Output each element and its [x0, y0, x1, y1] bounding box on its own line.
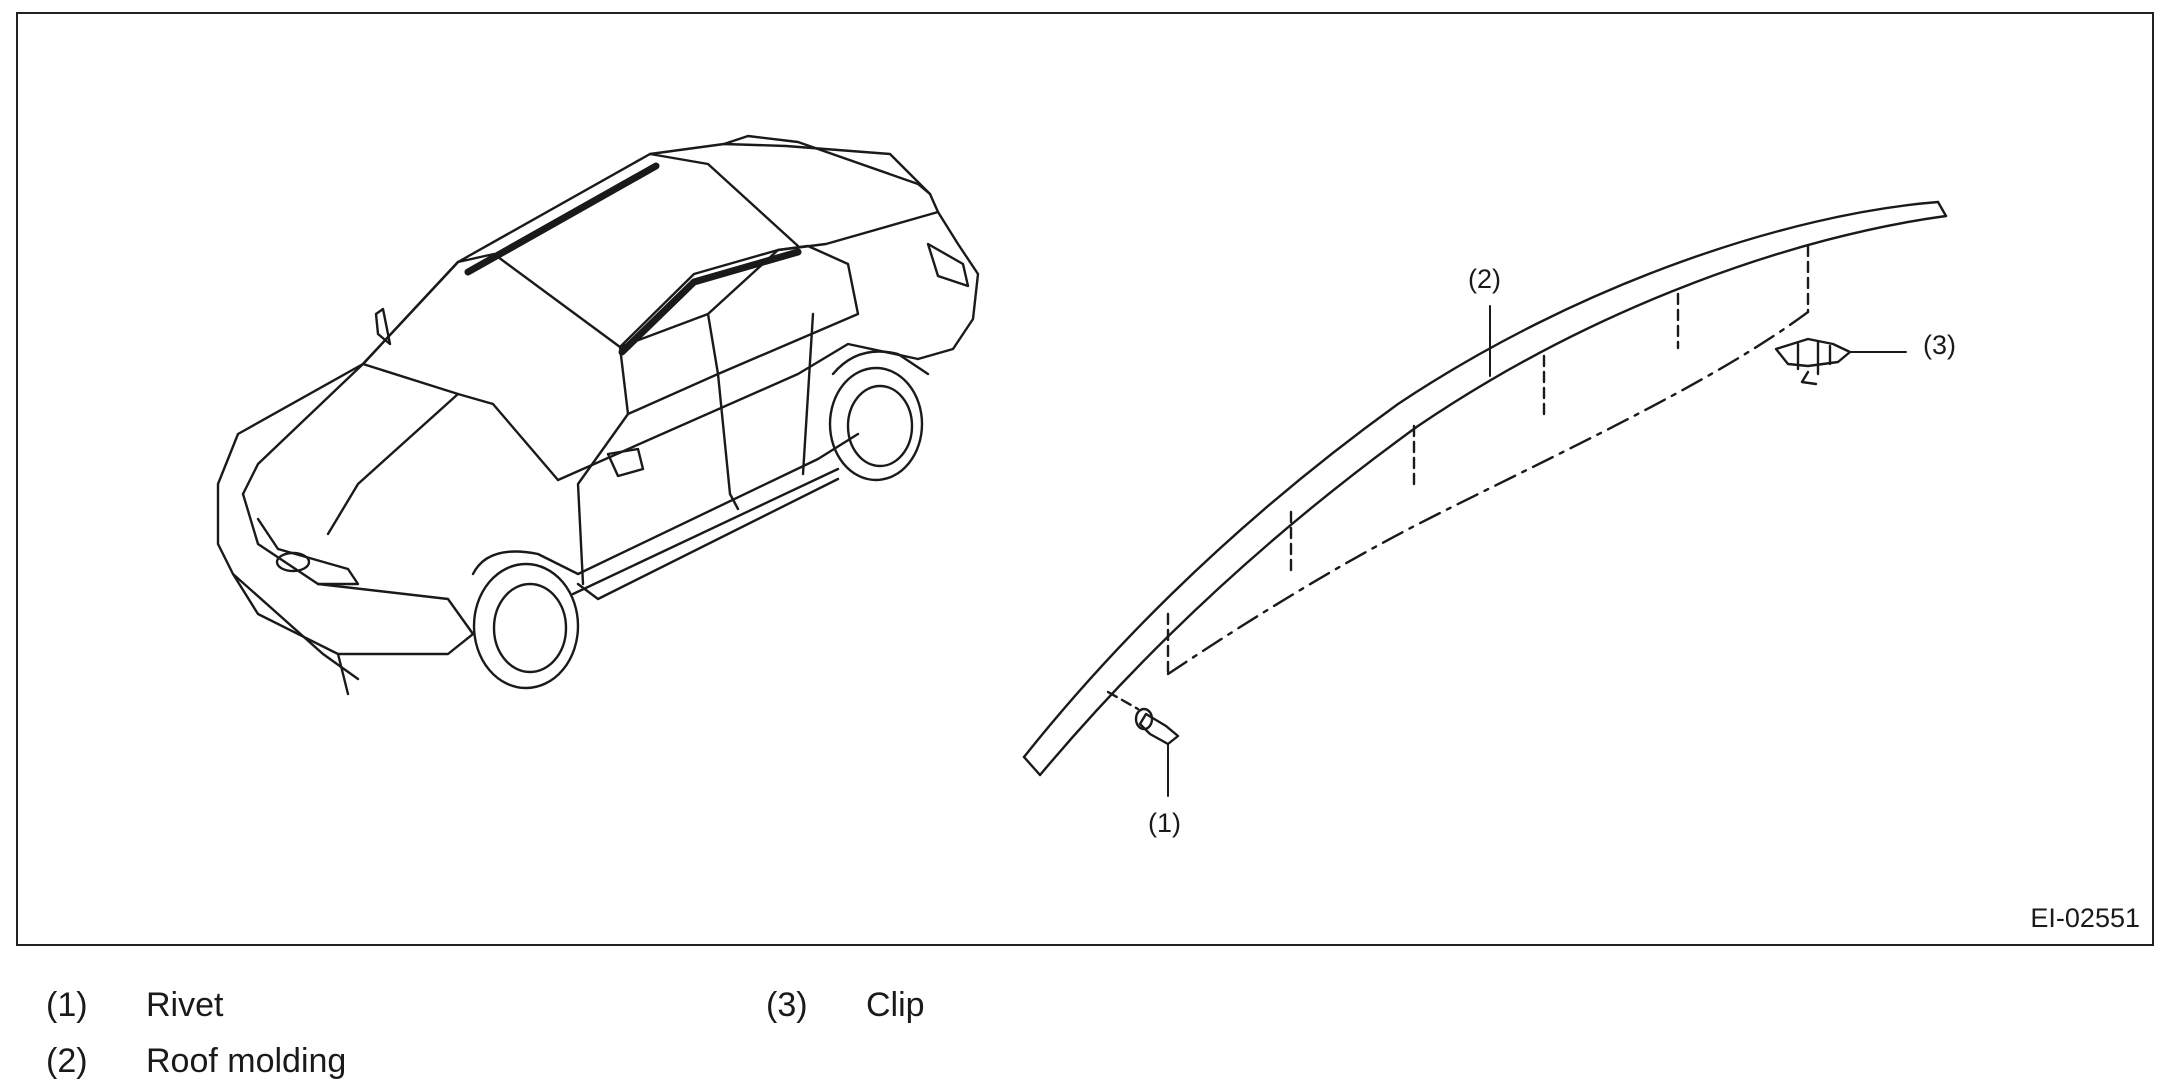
diagram-frame: (2) (3) (1) EI-02551 [16, 12, 2154, 946]
legend-number: (1) [46, 986, 88, 1024]
car-illustration [216, 134, 980, 696]
legend-label: Clip [866, 986, 925, 1024]
diagram-canvas [216, 134, 1948, 797]
callout-clip: (3) [1923, 330, 1956, 360]
legend-label: Rivet [146, 986, 224, 1024]
legend-number: (3) [766, 986, 808, 1024]
legend-item: (3) Clip [766, 988, 1366, 1028]
callout-rivet: (1) [1148, 808, 1181, 838]
roof-molding-on-car [464, 162, 660, 276]
clip-part [1774, 337, 1907, 386]
legend-item: (2) Roof molding [46, 1044, 646, 1084]
roof-molding-part [1022, 200, 1948, 777]
rivet-part [1134, 707, 1180, 797]
legend-number: (2) [46, 1042, 88, 1080]
figure-id: EI-02551 [2030, 903, 2140, 933]
legend-item: (1) Rivet [46, 988, 646, 1028]
legend-label: Roof molding [146, 1042, 347, 1080]
callout-roof-molding: (2) [1468, 264, 1501, 294]
